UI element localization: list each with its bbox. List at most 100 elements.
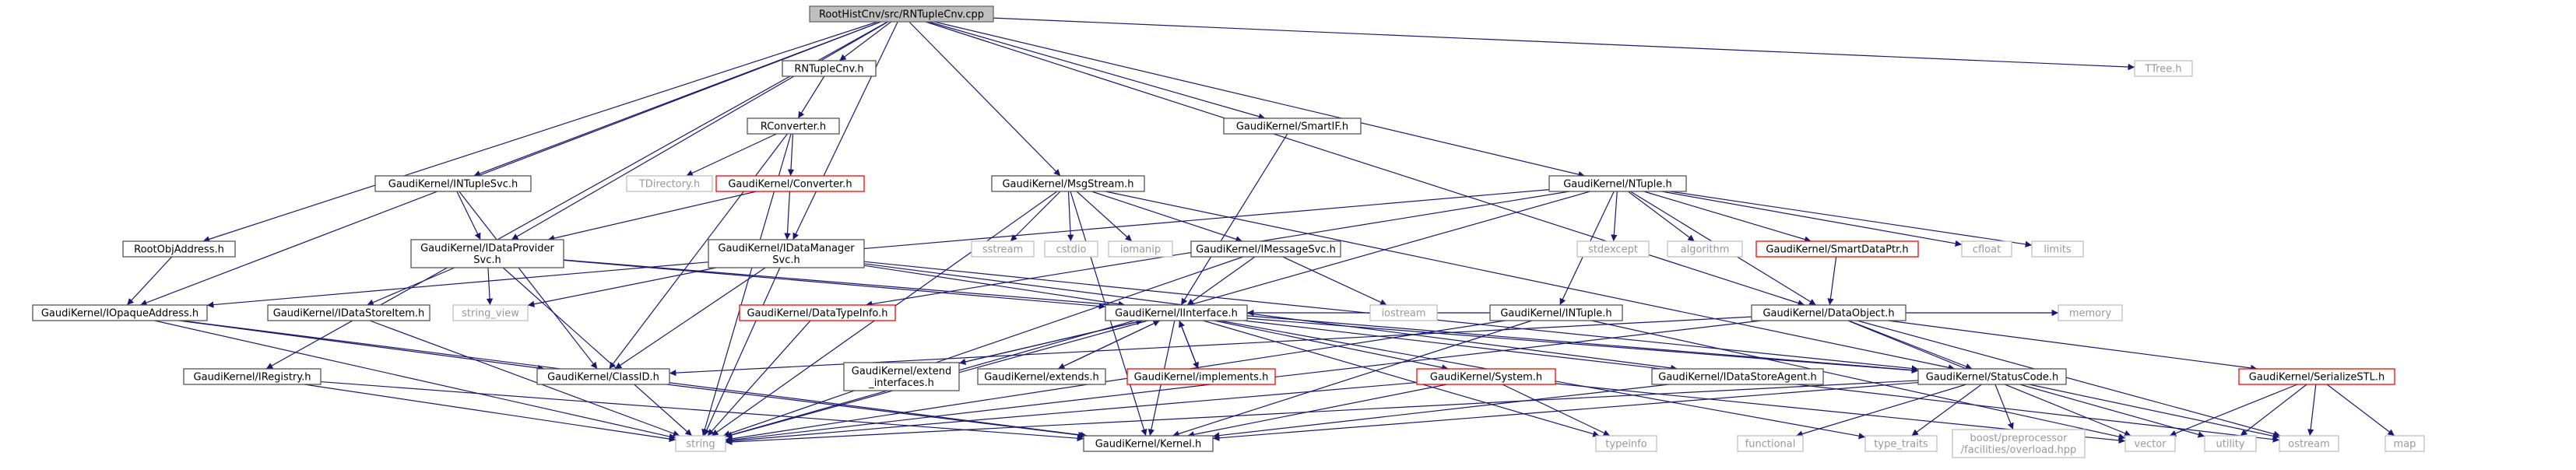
edge-rconverter_h-to-tdirectory_h (686, 133, 777, 177)
node-box (32, 304, 208, 321)
edge-gk_iinterface-to-typeinfo (1203, 320, 1600, 437)
node-box (747, 118, 840, 135)
node-box (1105, 304, 1248, 321)
edge-root-to-gk_idatamanager (792, 21, 898, 240)
edge-gk_imessagesvc-to-gk_iinterface (1186, 256, 1256, 306)
edge-gk_idataprovider-to-gk_iinterface (563, 259, 1106, 310)
node-string: string (675, 435, 726, 452)
edge-gk_extends-to-gk_iinterface (1057, 320, 1161, 370)
node-gk_extends[interactable]: GaudiKernel/extends.h (977, 368, 1106, 385)
node-label: RootObjAddress.h (134, 244, 224, 256)
node-gk_kernel[interactable]: GaudiKernel/Kernel.h (1083, 435, 1214, 452)
node-label: cstdio (1056, 244, 1087, 256)
node-gk_extend_interfaces[interactable]: GaudiKernel/extend_interfaces.h (843, 362, 960, 391)
node-label: stdexcept (1588, 244, 1638, 256)
node-box (1595, 435, 1657, 452)
node-gk_system[interactable]: GaudiKernel/System.h (1416, 368, 1556, 385)
node-gk_iopaqueaddress[interactable]: GaudiKernel/IOpaqueAddress.h (32, 304, 208, 321)
node-label: GaudiKernel/SerializeSTL.h (2249, 372, 2384, 384)
node-box (2134, 60, 2193, 77)
node-label: GaudiKernel/INTuple.h (1500, 308, 1611, 320)
edge-gk_ntuple-to-algorithm (1627, 191, 1696, 242)
node-label: type_traits (1874, 439, 1928, 451)
node-gk_imessagesvc[interactable]: GaudiKernel/IMessageSvc.h (1190, 240, 1341, 258)
node-gk_dataobject[interactable]: GaudiKernel/DataObject.h (1751, 304, 1907, 321)
node-gk_converter[interactable]: GaudiKernel/Converter.h (715, 175, 865, 192)
node-gk_implements[interactable]: GaudiKernel/implements.h (1126, 368, 1276, 385)
node-tdirectory_h: TDirectory.h (626, 175, 713, 192)
node-rootobjaddress[interactable]: RootObjAddress.h (122, 240, 236, 258)
node-gk_idatastoreitem[interactable]: GaudiKernel/IDataStoreItem.h (267, 304, 431, 321)
node-label: string_view (462, 308, 519, 320)
node-gk_datatypeinfo[interactable]: GaudiKernel/DataTypeInfo.h (739, 304, 896, 321)
node-box (1108, 240, 1173, 258)
node-gk_idatastoreagent[interactable]: GaudiKernel/IDataStoreAgent.h (1651, 368, 1824, 385)
node-rconverter_h[interactable]: RConverter.h (747, 118, 840, 135)
node-label: GaudiKernel/IMessageSvc.h (1196, 244, 1336, 256)
node-gk_smartif[interactable]: GaudiKernel/SmartIF.h (1223, 118, 1362, 135)
node-label: GaudiKernel/IDataManager (718, 243, 855, 254)
edge-rootobjaddress-to-gk_iopaqueaddress (126, 256, 173, 306)
edge-gk_dataobject-to-gk_statuscode (1848, 320, 1973, 370)
node-gk_classid[interactable]: GaudiKernel/ClassID.h (536, 368, 670, 385)
node-gk_serializestl[interactable]: GaudiKernel/SerializeSTL.h (2238, 368, 2395, 385)
edge-gk_serializestl-to-map (2326, 384, 2395, 437)
node-label: GaudiKernel/Kernel.h (1095, 439, 1202, 451)
node-box (2238, 368, 2395, 385)
node-label: GaudiKernel/DataObject.h (1762, 308, 1894, 320)
node-gk_intuple[interactable]: GaudiKernel/INTuple.h (1489, 304, 1623, 321)
node-box (1864, 435, 1938, 452)
edge-gk_serializestl-to-vector (2169, 384, 2298, 437)
edge-gk_datatypeinfo-to-string (707, 320, 811, 437)
edge-rntuplecnv_h-to-rconverter_h (797, 75, 825, 119)
edge-root-to-gk_iopaqueaddress (139, 21, 882, 306)
edge-gk_idatamanager-to-string_view (527, 267, 717, 307)
node-label: limits (2044, 244, 2072, 256)
node-map: map (2384, 435, 2425, 452)
node-gk_msgstream[interactable]: GaudiKernel/MsgStream.h (991, 175, 1145, 192)
edge-gk_iregistry-to-string (304, 384, 677, 443)
node-limits: limits (2031, 240, 2084, 258)
node-gk_statuscode[interactable]: GaudiKernel/StatusCode.h (1917, 368, 2067, 385)
node-gk_smartdataptr[interactable]: GaudiKernel/SmartDataPtr.h (1755, 240, 1919, 258)
edge-gk_statuscode-to-utility (2019, 384, 2205, 438)
node-box (977, 368, 1106, 385)
edge-gk_idatastoreitem-to-string (369, 320, 680, 437)
node-gk_intuplesvc[interactable]: GaudiKernel/INTupleSvc.h (374, 175, 532, 192)
node-root[interactable]: RootHistCnv/src/RNTupleCnv.cpp (809, 5, 994, 23)
node-box (1126, 368, 1276, 385)
node-box (122, 240, 236, 258)
node-gk_ntuple[interactable]: GaudiKernel/NTuple.h (1548, 175, 1687, 192)
node-box (267, 304, 431, 321)
node-memory: memory (2058, 304, 2123, 321)
node-box (1489, 304, 1623, 321)
edge-gk_converter-to-gk_idatamanager (784, 191, 791, 240)
node-box (1651, 368, 1824, 385)
node-stdexcept: stdexcept (1576, 240, 1650, 258)
edge-gk_system-to-typeinfo (1502, 384, 1611, 437)
node-gk_iregistry[interactable]: GaudiKernel/IRegistry.h (183, 368, 322, 385)
node-box (2279, 435, 2339, 452)
node-label: functional (1745, 439, 1796, 451)
node-label: RNTupleCnv.h (794, 64, 863, 75)
node-box (715, 175, 865, 192)
node-box (1737, 435, 1804, 452)
node-label: GaudiKernel/SmartDataPtr.h (1766, 244, 1908, 256)
node-box (971, 240, 1035, 258)
edge-gk_imessagesvc-to-iostream (1282, 256, 1387, 306)
node-gk_iinterface[interactable]: GaudiKernel/IInterface.h (1105, 304, 1248, 321)
node-box (809, 5, 994, 23)
edge-root-to-gk_msgstream (908, 21, 1061, 177)
node-rntuplecnv_h[interactable]: RNTupleCnv.h (782, 60, 877, 77)
edge-gk_iopaqueaddress-to-gk_classid (178, 320, 545, 372)
node-box (2031, 240, 2084, 258)
edge-gk_implements-to-gk_iinterface (1179, 320, 1199, 370)
node-label: iostream (1381, 308, 1425, 320)
edge-root-to-ttree_h (993, 17, 2135, 71)
node-label: RConverter.h (761, 121, 826, 133)
node-box (2058, 304, 2123, 321)
node-box (1667, 240, 1743, 258)
node-label: /facilities/overload.hpp (1961, 444, 2076, 456)
